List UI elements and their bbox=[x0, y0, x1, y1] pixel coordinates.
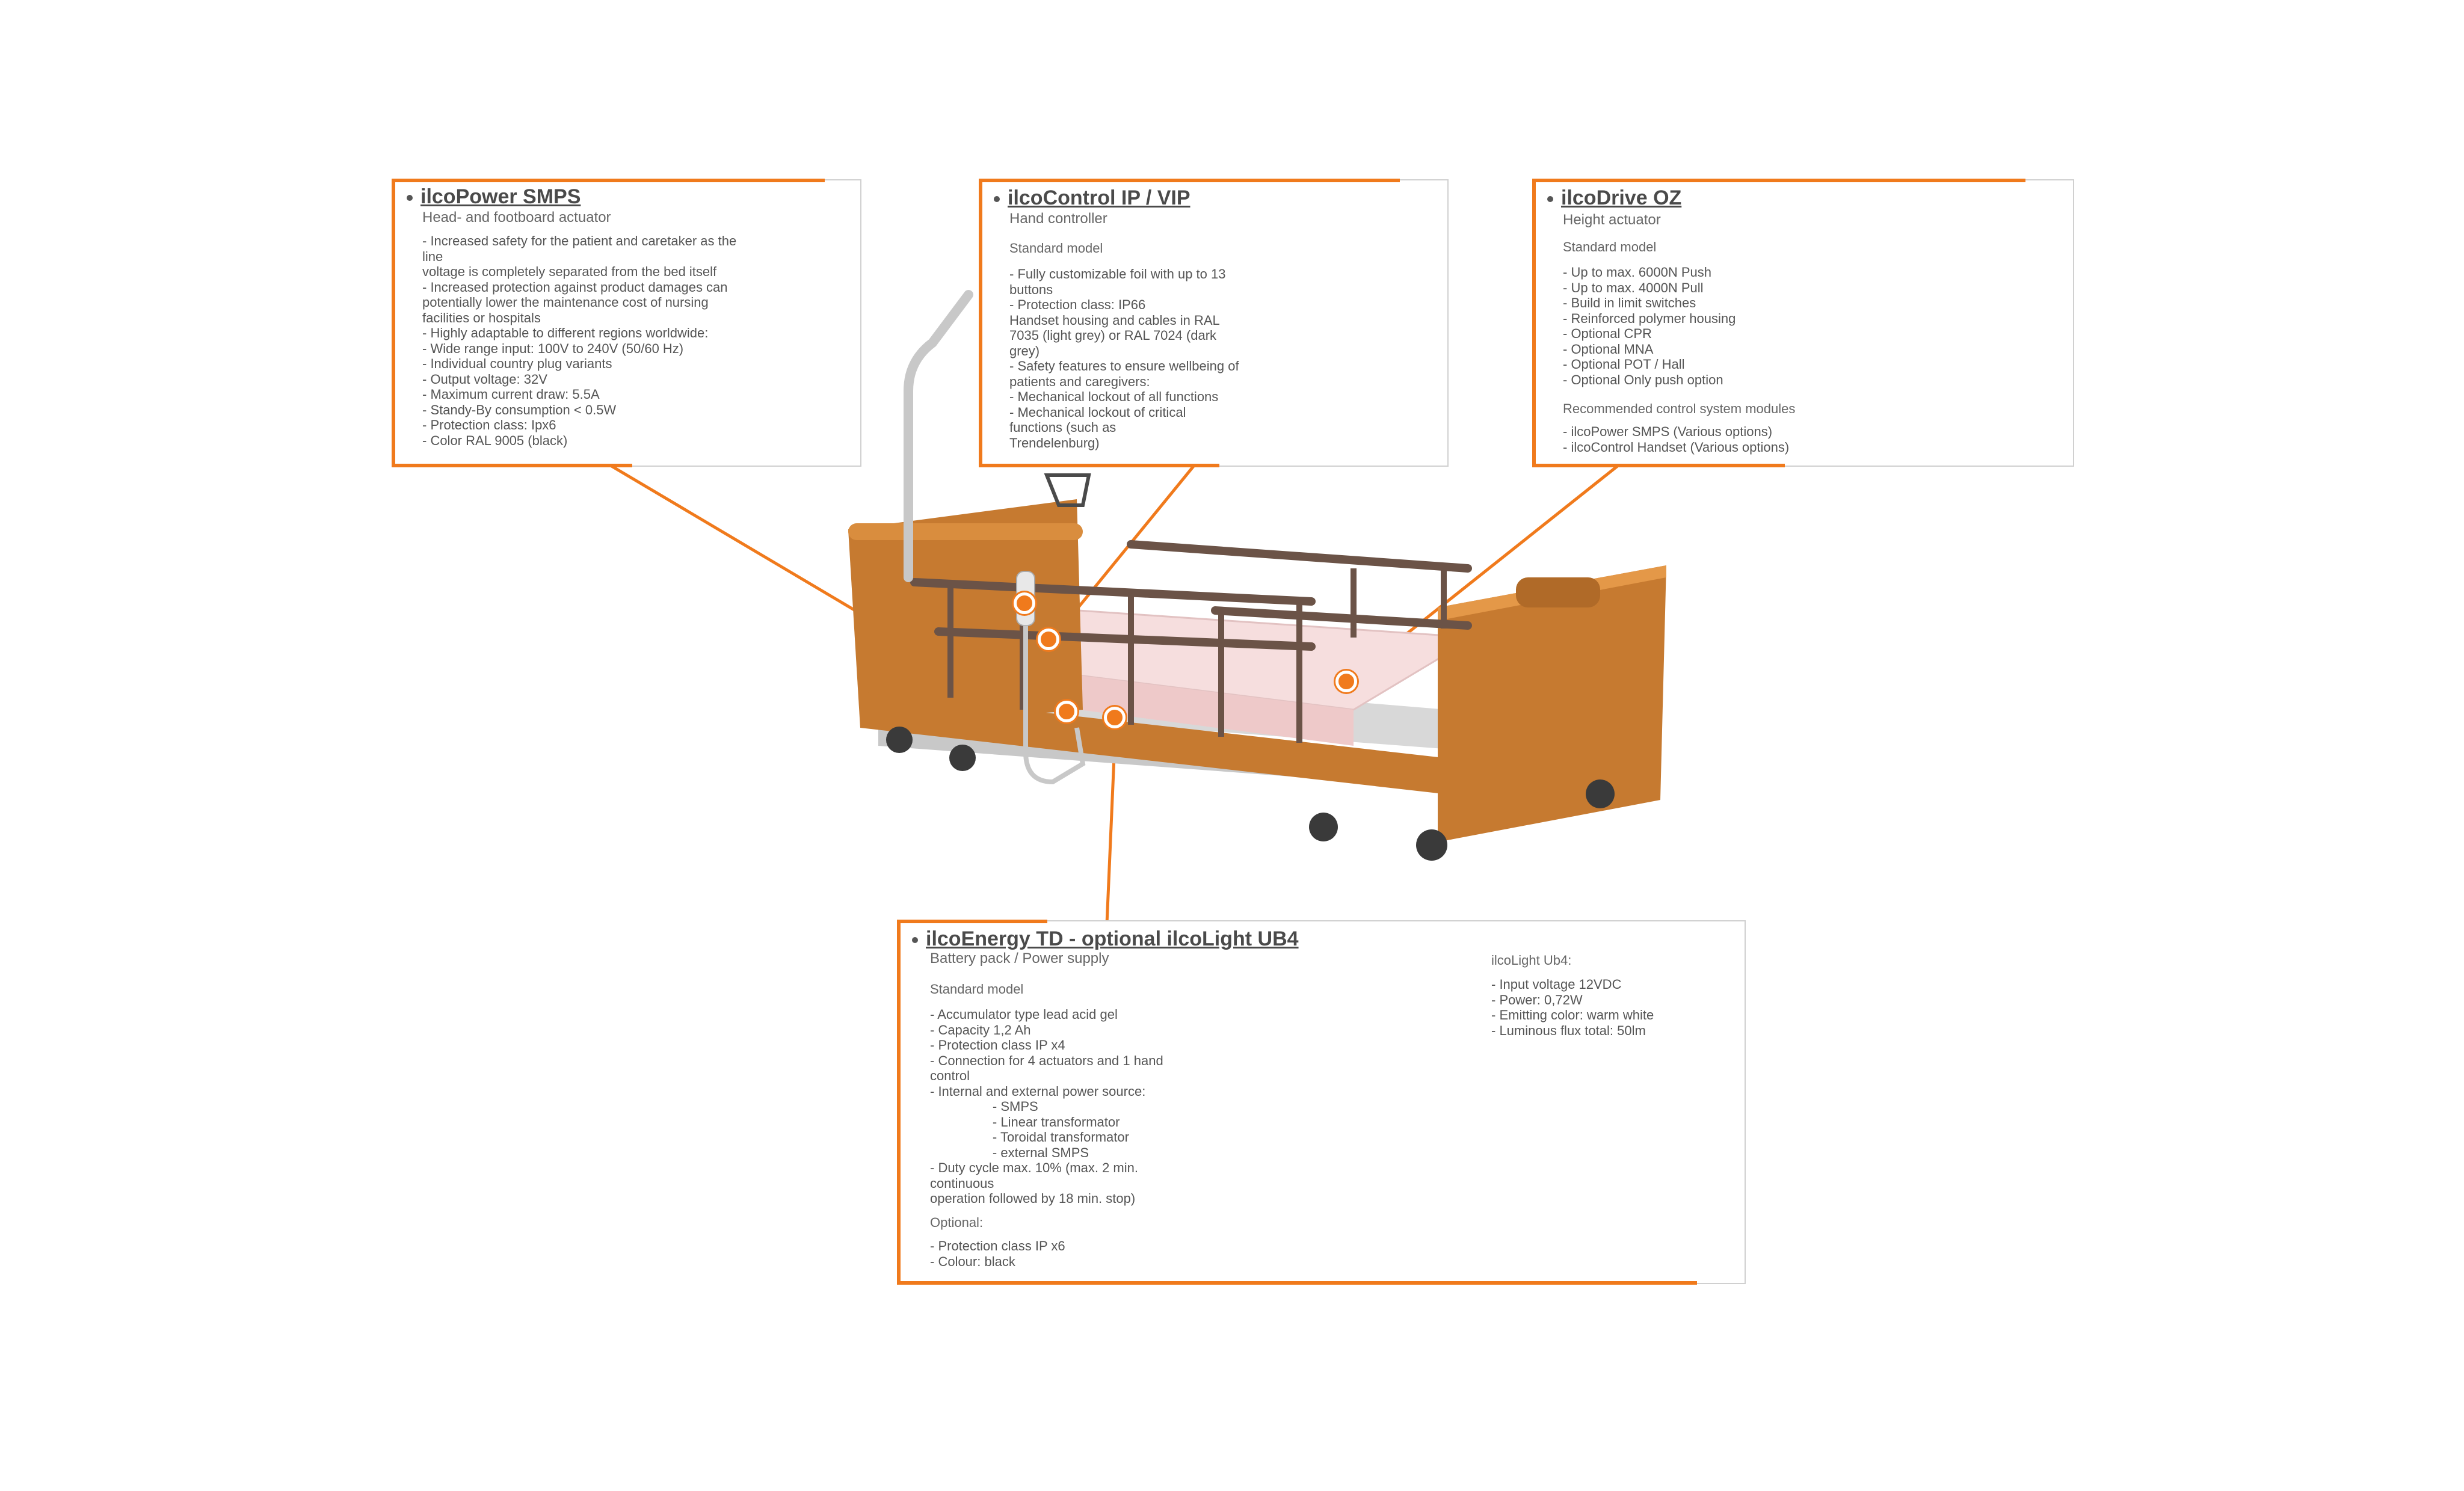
power-details: - Increased safety for the patient and c… bbox=[422, 233, 737, 448]
callout-drive[interactable] bbox=[1335, 671, 1357, 692]
energy-title: ilcoEnergy TD - optional ilcoLight UB4 bbox=[926, 927, 1299, 950]
drive-recommended: Recommended control system modules bbox=[1563, 401, 1796, 416]
panel-power: ilcoPower SMPS Head- and footboard actua… bbox=[392, 179, 861, 467]
energy-details: - Accumulator type lead acid gel - Capac… bbox=[930, 1007, 1163, 1206]
power-bullet bbox=[407, 195, 413, 201]
callout-energy-right[interactable] bbox=[1104, 707, 1126, 728]
energy-bullet bbox=[912, 937, 918, 943]
energy-light-details: - Input voltage 12VDC - Power: 0,72W - E… bbox=[1491, 977, 1654, 1038]
callout-energy-left[interactable] bbox=[1056, 701, 1077, 722]
energy-model: Standard model bbox=[930, 982, 1024, 997]
control-details: - Fully customizable foil with up to 13 … bbox=[1009, 266, 1239, 450]
panel-drive: ilcoDrive OZ Height actuator Standard mo… bbox=[1532, 179, 2074, 467]
callout-control[interactable] bbox=[1038, 629, 1059, 650]
control-subtitle: Hand controller bbox=[1009, 211, 1107, 227]
energy-optional-details: - Protection class IP x6 - Colour: black bbox=[930, 1238, 1065, 1269]
energy-subtitle: Battery pack / Power supply bbox=[930, 950, 1109, 967]
drive-subtitle: Height actuator bbox=[1563, 212, 1661, 228]
drive-title: ilcoDrive OZ bbox=[1561, 186, 1682, 209]
panel-energy: ilcoEnergy TD - optional ilcoLight UB4 B… bbox=[897, 920, 1746, 1285]
control-model: Standard model bbox=[1009, 241, 1103, 256]
control-bullet bbox=[994, 196, 1000, 202]
drive-model: Standard model bbox=[1563, 239, 1657, 254]
drive-recommended-details: - ilcoPower SMPS (Various options) - ilc… bbox=[1563, 424, 1790, 455]
drive-bullet bbox=[1547, 196, 1553, 202]
power-title: ilcoPower SMPS bbox=[420, 185, 581, 208]
drive-details: - Up to max. 6000N Push - Up to max. 400… bbox=[1563, 265, 1736, 387]
callout-power[interactable] bbox=[1014, 592, 1035, 614]
energy-light-title: ilcoLight Ub4: bbox=[1491, 953, 1572, 968]
nursing-bed-icon bbox=[848, 290, 1666, 861]
power-subtitle: Head- and footboard actuator bbox=[422, 209, 611, 226]
control-title: ilcoControl IP / VIP bbox=[1008, 186, 1190, 209]
energy-optional: Optional: bbox=[930, 1215, 984, 1230]
panel-control: ilcoControl IP / VIP Hand controller Sta… bbox=[979, 179, 1449, 467]
